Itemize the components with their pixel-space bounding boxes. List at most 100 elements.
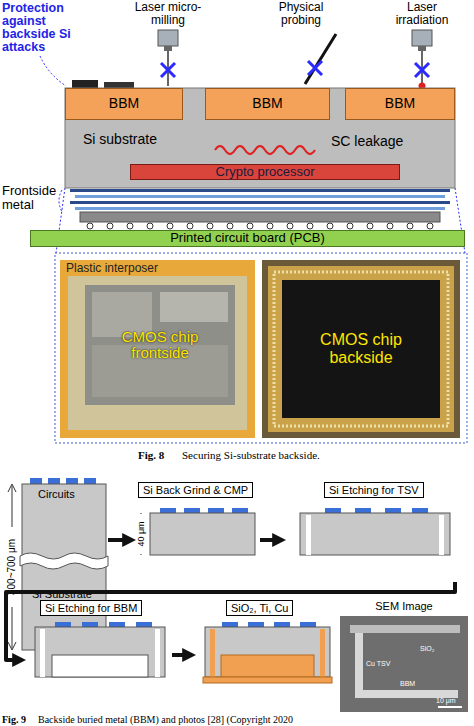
- wafer-section: [20, 553, 108, 569]
- figure-label: Laser irradiation: [382, 1, 462, 27]
- surface-debris: [72, 80, 98, 88]
- node-box: SEM Image: [338, 600, 470, 712]
- metal-fill-chip: [205, 627, 330, 677]
- figure-label: Fig. 8: [138, 449, 164, 462]
- node-box: BBM: [205, 88, 330, 120]
- probe-needle: [305, 34, 336, 84]
- tsv-chip: [300, 513, 450, 555]
- wafer-section: [30, 478, 42, 484]
- node-box: Si Back Grind & CMP: [132, 482, 260, 582]
- laser-head: [164, 46, 172, 51]
- frontside-metal: [75, 195, 445, 198]
- frontside-photo: [68, 276, 247, 430]
- figure-caption: Backside buried metal (BBM) and photos […: [38, 714, 293, 725]
- si-substrate: [65, 88, 455, 188]
- blocked-mark: [308, 61, 322, 75]
- process-arrow: [108, 538, 132, 542]
- frontside-metal: [70, 201, 450, 204]
- metal-fill-chip: [203, 622, 332, 683]
- sem-image: [355, 633, 363, 698]
- node-box: Plastic interposerCMOS chip frontside: [60, 260, 255, 438]
- node-box: Si substrateSC leakageBBMBBMBBMCrypto pr…: [65, 88, 455, 188]
- tsv-chip: [306, 515, 311, 555]
- frontside-photo: [85, 285, 235, 405]
- bbm-etch-chip: [136, 622, 152, 627]
- node-box: BBM: [65, 88, 183, 120]
- thinned-chip: [232, 508, 248, 513]
- node-label: SiO₂, Ti, Cu: [226, 600, 293, 616]
- si-substrate: [65, 88, 455, 188]
- frontside-metal: [70, 189, 450, 222]
- wafer-section: [84, 478, 96, 484]
- backside-photo: [262, 260, 460, 438]
- frontside-photo: [60, 260, 255, 438]
- figure-label: Cu TSV: [366, 660, 390, 668]
- solder-bump: [407, 223, 413, 229]
- node-box: CMOS chip frontside: [85, 285, 235, 405]
- node-box: Printed circuit board (PCB): [30, 230, 465, 247]
- leader-line: [40, 56, 465, 253]
- node-box: BBM: [345, 88, 455, 120]
- solder-bump: [127, 223, 133, 229]
- thinned-chip: [160, 508, 176, 513]
- sc-leakage-wave: [215, 146, 315, 154]
- solder-bump: [287, 223, 293, 229]
- wafer-section: [48, 478, 60, 484]
- bbm-etch-chip: [40, 629, 45, 677]
- sem-image: [355, 690, 458, 698]
- solder-bump: [207, 223, 213, 229]
- solder-bump: [387, 223, 393, 229]
- solder-bump: [87, 223, 93, 229]
- solder-bump: [347, 223, 353, 229]
- figure-label: 10 μm: [436, 697, 456, 705]
- node-label: SEM Image: [338, 600, 470, 612]
- leader-line: [40, 56, 66, 86]
- figure-label: Fig. 9: [2, 714, 26, 725]
- node-label: BBM: [66, 89, 182, 119]
- blocked-mark: [161, 63, 175, 77]
- node-label: Crypto processor: [131, 165, 399, 179]
- laser-head: [412, 30, 432, 46]
- tsv-chip: [300, 508, 450, 555]
- tsv-chip: [325, 508, 341, 513]
- thinned-chip: [208, 508, 224, 513]
- photo-frame: [55, 253, 467, 443]
- node-label: Si Back Grind & CMP: [138, 482, 253, 498]
- frontside-metal: [75, 207, 445, 210]
- metal-fill-chip: [221, 655, 314, 677]
- node-label: Si Etching for BBM: [40, 600, 142, 616]
- solder-bump: [167, 223, 173, 229]
- node-label: CMOS chip frontside: [85, 285, 235, 405]
- tsv-chip: [355, 508, 371, 513]
- node-label: Si substrate: [83, 132, 157, 147]
- node-box: Si Etching for BBM: [22, 600, 172, 712]
- metal-fill-chip: [248, 622, 264, 627]
- probe-needle: [305, 34, 336, 84]
- solder-bump: [107, 223, 113, 229]
- solder-bump: [427, 223, 433, 229]
- blocked-mark: [161, 61, 429, 77]
- node-box: SiO₂, Ti, Cu: [192, 600, 332, 712]
- sem-image: [350, 625, 460, 633]
- laser-head: [158, 30, 432, 90]
- node-text: SC leakage: [331, 134, 403, 149]
- process-arrow: [172, 653, 192, 657]
- solder-bump: [147, 223, 153, 229]
- frontside-photo: [160, 292, 228, 322]
- figure-label: 40 μm: [135, 514, 147, 554]
- figure-label: 300~700 μm: [6, 527, 18, 607]
- blocked-mark: [415, 63, 429, 77]
- thinned-chip: [141, 508, 255, 555]
- bbm-etch-chip: [35, 622, 165, 677]
- sem-image: [340, 616, 468, 712]
- process-arrow: [260, 538, 282, 542]
- backside-photo: [262, 260, 460, 438]
- wafer-section: [8, 478, 108, 650]
- figure-label: Securing Si-substrate backside.: [182, 449, 320, 462]
- metal-fill-chip: [210, 629, 215, 677]
- blocked-mark: [161, 63, 175, 77]
- figure-label: BBM: [400, 680, 415, 688]
- laser-head: [158, 30, 178, 46]
- bbm-etch-chip: [52, 655, 148, 677]
